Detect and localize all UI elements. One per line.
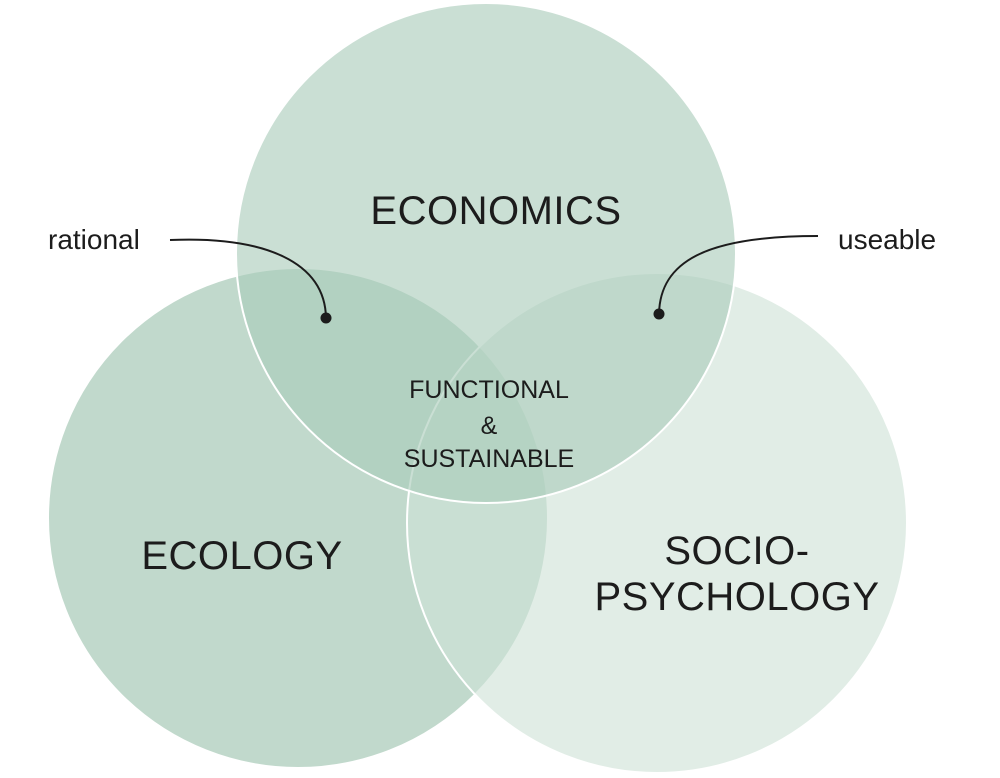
annotation-useable: useable bbox=[838, 224, 936, 255]
economics-label: ECONOMICS bbox=[370, 189, 621, 233]
sociopsychology-label-line1: SOCIO- bbox=[664, 529, 809, 573]
ecology-label: ECOLOGY bbox=[141, 534, 342, 578]
annotation-useable-dot bbox=[653, 308, 665, 320]
annotation-rational: rational bbox=[48, 224, 140, 255]
economics-circle bbox=[235, 2, 737, 504]
annotation-rational-dot bbox=[320, 312, 332, 324]
annotation-useable-leader bbox=[658, 235, 819, 315]
center-label-line1: FUNCTIONAL bbox=[409, 376, 569, 404]
center-label-line2: & bbox=[481, 412, 498, 440]
sociopsychology-label-line2: PSYCHOLOGY bbox=[594, 575, 879, 619]
annotation-rational-leader bbox=[169, 238, 327, 319]
center-label-line3: SUSTAINABLE bbox=[404, 445, 574, 473]
